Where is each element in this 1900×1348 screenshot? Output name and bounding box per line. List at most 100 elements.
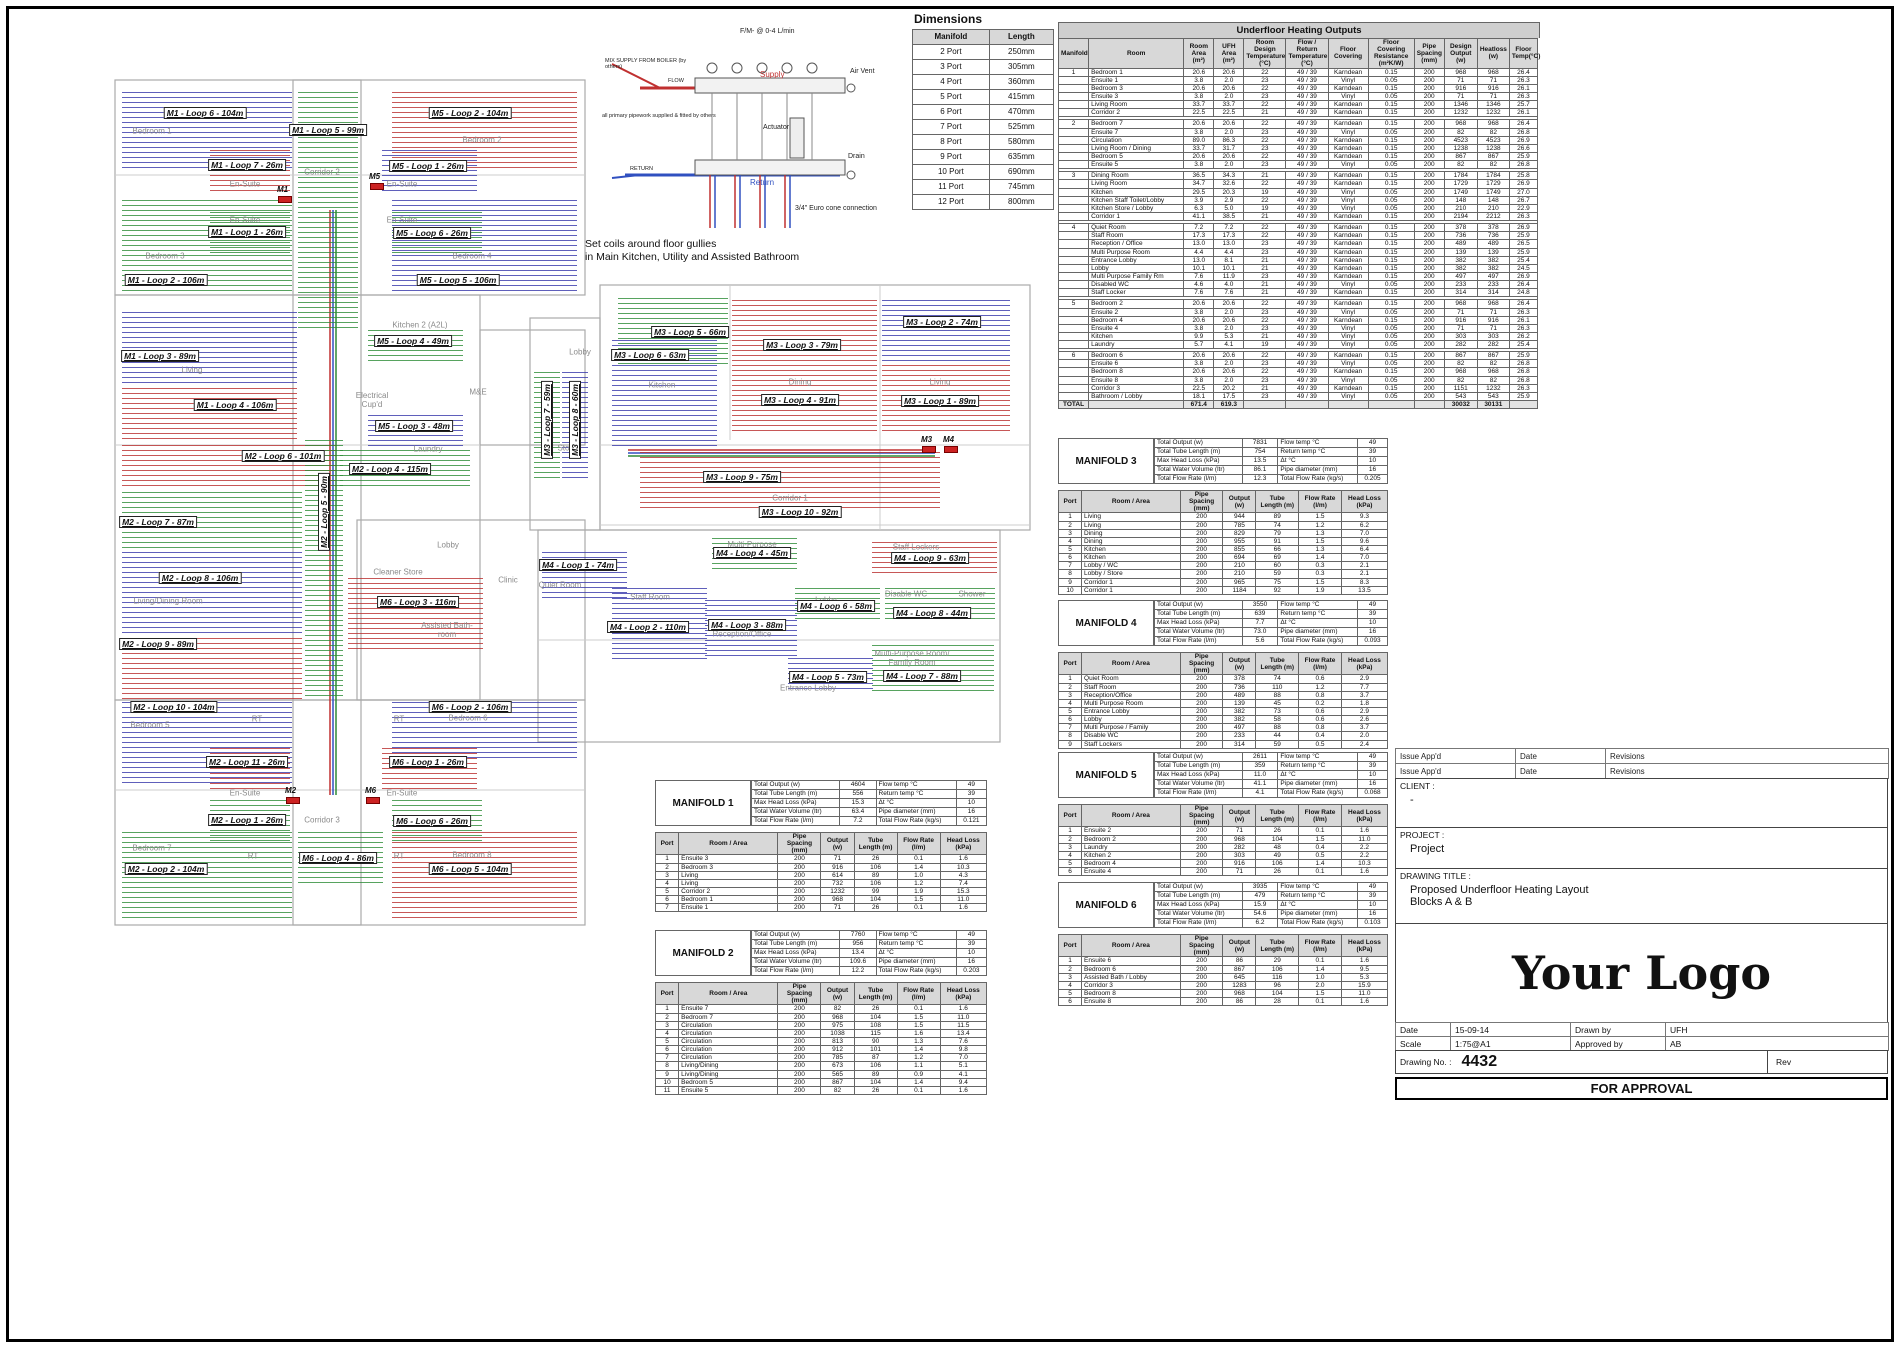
header-cell: Design Output (w) [1443, 38, 1478, 69]
loop-label: M1 - Loop 6 - 104m [163, 107, 247, 119]
room-label: Kitchen [648, 380, 676, 390]
loop-label: M3 - Loop 3 - 79m [763, 339, 841, 351]
manifold-title: MANIFOLD 1 [655, 780, 751, 826]
manifold-marker-label: M5 [369, 172, 381, 181]
header-cell: Pipe Spacing (mm) [1413, 38, 1445, 69]
schematic-label: Supply [760, 70, 785, 79]
loop-label: M2 - Loop 8 - 106m [158, 572, 242, 584]
heating-loop-zone [122, 388, 297, 443]
manifold-title: MANIFOLD 6 [1058, 882, 1154, 928]
client-label: CLIENT : [1400, 781, 1435, 791]
loop-label: M4 - Loop 3 - 88m [708, 619, 786, 631]
room-label: Shower [958, 589, 986, 599]
header-cell: Length [988, 29, 1055, 45]
manifold-marker-box [278, 196, 292, 203]
room-label: Disable WC [884, 589, 928, 599]
heating-loop-zone [122, 832, 292, 920]
loop-label: M1 - Loop 7 - 26m [208, 159, 286, 171]
room-label: Corridor 1 [772, 493, 808, 503]
loop-label: M6 - Loop 1 - 26m [389, 756, 467, 768]
heating-loop-zone [210, 150, 290, 195]
drawing-no-value: 4432 [1461, 1053, 1498, 1070]
manifold-marker-box [366, 797, 380, 804]
loop-label: M4 - Loop 6 - 58m [797, 600, 875, 612]
drawing-number-row: Drawing No. : 4432 Rev [1395, 1050, 1888, 1074]
heating-loop-zone [122, 552, 302, 637]
manifold-title: MANIFOLD 5 [1058, 752, 1154, 798]
loop-label: M3 - Loop 4 - 91m [761, 394, 839, 406]
loop-label: M2 - Loop 11 - 26m [206, 756, 288, 768]
manifold-marker-label: M6 [365, 786, 377, 795]
heating-loop-zone [210, 748, 290, 790]
loop-label: M1 - Loop 2 - 106m [124, 274, 208, 286]
loop-label: M3 - Loop 1 - 89m [901, 395, 979, 407]
manifold-title: MANIFOLD 3 [1058, 438, 1154, 484]
room-label: Assisted Bath- room [421, 621, 473, 639]
loop-label: M2 - Loop 9 - 89m [119, 638, 197, 650]
header-cell: Room Area (m²) [1183, 38, 1215, 69]
heating-loop-zone [732, 300, 877, 362]
room-label: Bedroom 1 [132, 126, 172, 136]
loop-label: M3 - Loop 9 - 75m [703, 471, 781, 483]
drawing-no-label: Drawing No. : [1400, 1057, 1452, 1067]
manifold-marker-box [944, 446, 958, 453]
loop-label: M3 - Loop 5 - 66m [651, 326, 729, 338]
loop-label: M3 - Loop 2 - 74m [903, 316, 981, 328]
room-label: Staff Lockers [892, 542, 940, 552]
loop-label: M3 - Loop 8 - 60m [569, 381, 581, 459]
loop-label: M4 - Loop 8 - 44m [893, 607, 971, 619]
schematic-label: RETURN [630, 166, 653, 172]
header-cell: Room [1088, 38, 1185, 69]
